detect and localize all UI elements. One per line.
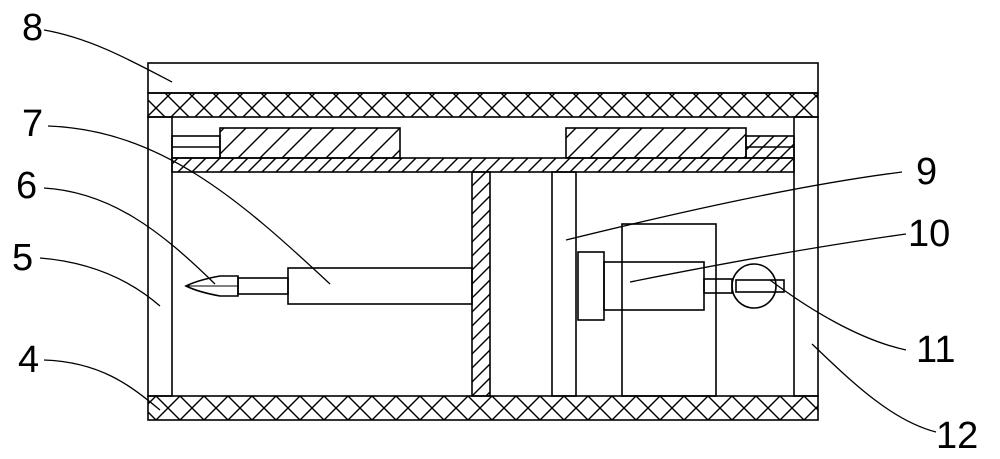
- top-cover-plate: [147, 62, 819, 94]
- leader-10: [629, 233, 907, 283]
- actuator-body: [603, 261, 705, 311]
- top-crosshatch-band: [147, 92, 819, 118]
- label-11: 11: [916, 329, 955, 371]
- actuator-flange: [577, 251, 605, 321]
- vertical-partition: [471, 171, 491, 397]
- ceiling-plate: [171, 157, 795, 173]
- leader-6: [43, 187, 216, 285]
- label-12: 12: [936, 415, 978, 457]
- label-5: 5: [12, 237, 33, 279]
- leader-12: [811, 343, 937, 433]
- drive-wheel: [731, 263, 777, 309]
- leader-11: [769, 279, 907, 351]
- actuator-shaft: [703, 278, 733, 294]
- push-cylinder: [287, 267, 473, 305]
- leader-5: [39, 257, 161, 307]
- label-9: 9: [916, 151, 937, 193]
- wheel-axle: [735, 279, 785, 293]
- upper-left-block: [219, 127, 401, 159]
- leader-9: [565, 171, 903, 241]
- upper-right-block: [565, 127, 747, 159]
- leader-8: [43, 29, 173, 83]
- label-4: 4: [18, 339, 39, 381]
- right-outer-wall: [793, 116, 819, 397]
- leader-7: [47, 125, 331, 285]
- label-6: 6: [16, 165, 37, 207]
- label-10: 10: [908, 213, 950, 255]
- vertical-guide-plate: [551, 171, 577, 397]
- leader-4: [43, 359, 161, 411]
- push-rod: [237, 277, 289, 295]
- label-8: 8: [22, 7, 43, 49]
- label-7: 7: [22, 103, 43, 145]
- bottom-crosshatch-band: [147, 395, 819, 421]
